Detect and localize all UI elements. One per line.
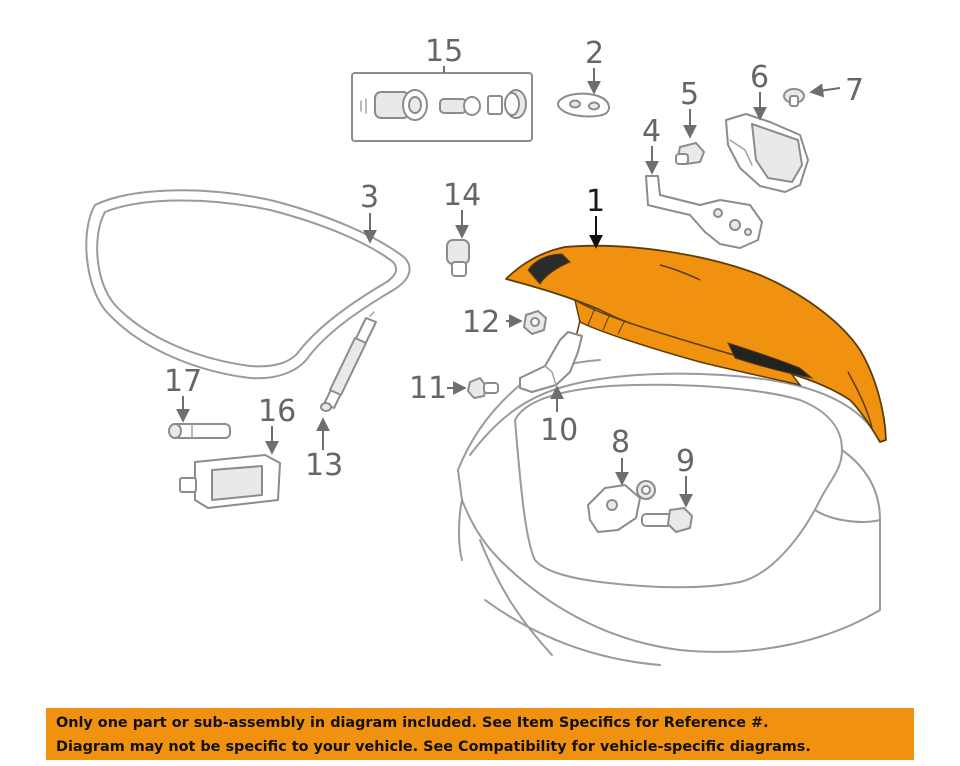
disclaimer-line-2: Diagram may not be specific to your vehi… (56, 739, 811, 755)
housing-part-16[interactable] (179, 454, 281, 509)
label-part-12: 12 (462, 305, 500, 340)
label-part-16: 16 (258, 394, 296, 429)
label-part-11: 11 (409, 371, 447, 406)
hinge-part-4[interactable] (645, 175, 763, 249)
striker-part-8[interactable] (587, 480, 656, 533)
bumper-stop-part-17[interactable] (168, 423, 231, 439)
label-part-15: 15 (425, 34, 463, 69)
bolt-part-5[interactable] (675, 142, 705, 165)
hinge-bracket-part-10[interactable] (519, 331, 583, 393)
lock-cylinder-kit-part-15[interactable] (351, 72, 533, 142)
label-part-7: 7 (845, 73, 864, 108)
parts-diagram: 1 2 3 4 5 6 7 8 9 10 11 12 13 14 15 16 1… (85, 34, 887, 666)
trunk-lid-underside-opening (727, 342, 814, 379)
label-part-13: 13 (305, 448, 343, 483)
disclaimer-banner: Only one part or sub-assembly in diagram… (46, 708, 914, 760)
bolt-part-9[interactable] (641, 507, 693, 533)
label-part-8: 8 (611, 425, 630, 460)
label-part-9: 9 (676, 444, 695, 479)
label-part-6: 6 (750, 60, 769, 95)
trunk-lid-part-1[interactable] (505, 244, 887, 443)
label-part-5: 5 (680, 77, 699, 112)
label-part-4: 4 (642, 114, 661, 149)
vehicle-body-outline (457, 359, 881, 666)
bumper-part-14[interactable] (446, 239, 470, 277)
label-part-17: 17 (164, 364, 202, 399)
label-part-1: 1 (586, 184, 605, 219)
bolt-part-11[interactable] (467, 377, 499, 399)
label-part-14: 14 (443, 178, 481, 213)
push-pin-part-7[interactable] (783, 88, 805, 107)
trunk-lid-hinge-pocket (527, 253, 571, 285)
label-part-2: 2 (585, 36, 604, 71)
latch-part-6[interactable] (725, 113, 809, 193)
trunk-lid-inner-frame (573, 298, 802, 387)
label-part-10: 10 (540, 413, 578, 448)
nut-part-12[interactable] (523, 310, 547, 335)
lift-support-part-13[interactable] (320, 311, 377, 412)
gasket-part-2[interactable] (556, 92, 611, 118)
label-part-3: 3 (360, 180, 379, 215)
disclaimer-line-1: Only one part or sub-assembly in diagram… (56, 715, 769, 731)
weatherstrip-seal-part-3[interactable] (85, 189, 411, 380)
